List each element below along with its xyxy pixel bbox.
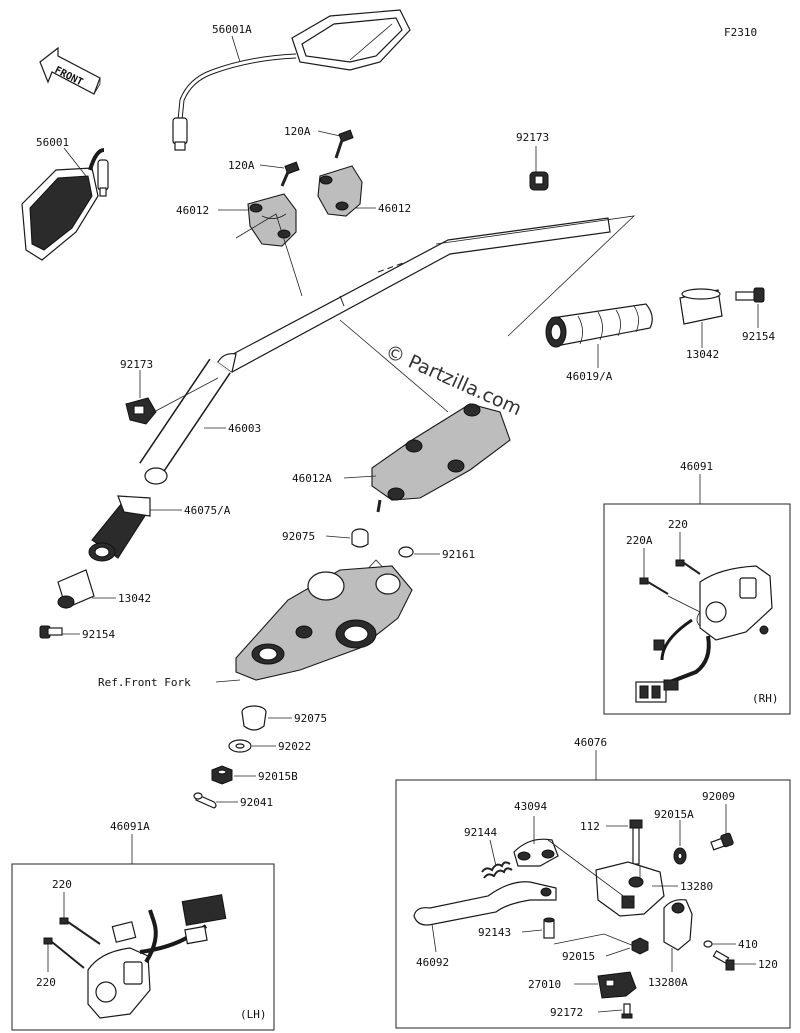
collar[interactable]: [543, 917, 555, 939]
label-clutch-assy: 46076: [574, 736, 607, 749]
nut-92015a[interactable]: [673, 847, 687, 865]
knob[interactable]: [513, 838, 559, 867]
label-nut-92015a: 92015A: [654, 808, 694, 821]
label-ref-front-fork: Ref.Front Fork: [98, 676, 191, 689]
label-grip-left: 46075/A: [184, 504, 231, 517]
switch-27010[interactable]: [597, 971, 637, 999]
label-handlebar: 46003: [228, 422, 261, 435]
label-washer: 92022: [278, 740, 311, 753]
front-arrow-icon: FRONT: [39, 46, 101, 95]
lever[interactable]: [413, 881, 557, 926]
clamp-13280a[interactable]: [663, 899, 693, 951]
label-nut: 92015B: [258, 770, 298, 783]
label-bolt-92009: 92009: [702, 790, 735, 803]
label-mirror-left: 56001: [36, 136, 69, 149]
label-spring: 92144: [464, 826, 497, 839]
label-mirror-right: 56001A: [212, 23, 252, 36]
label-lh-screw-a: 220: [52, 878, 72, 891]
bolt-112[interactable]: [629, 819, 643, 865]
holder-lower[interactable]: [371, 403, 511, 513]
handlebar[interactable]: [139, 217, 611, 485]
switch-lh-box: [11, 863, 275, 1031]
label-damper-lower: 92075: [294, 712, 327, 725]
label-grip-right: 46019/A: [566, 370, 613, 383]
label-lh-tag: (LH): [240, 1008, 267, 1021]
label-screw-right: 92154: [742, 330, 775, 343]
label-switch-rh-assy: 46091: [680, 460, 713, 473]
label-switch-lh-assy: 46091A: [110, 820, 150, 833]
label-bolt-112: 112: [580, 820, 600, 833]
label-lever: 46092: [416, 956, 449, 969]
label-cap: 92161: [442, 548, 475, 561]
screw-92172[interactable]: [621, 1003, 633, 1019]
label-cotter-pin: 92041: [240, 796, 273, 809]
label-rh-screw-a: 220: [668, 518, 688, 531]
watermark: © Partzilla.com: [382, 340, 525, 420]
grip-right[interactable]: [545, 303, 653, 348]
lever-bracket[interactable]: [595, 861, 665, 917]
label-switch-27010: 27010: [528, 978, 561, 991]
label-washer-410: 410: [738, 938, 758, 951]
bolt-120a-right[interactable]: [334, 129, 354, 159]
holder-upper-right[interactable]: [317, 165, 363, 217]
label-clamp-left: 92173: [120, 358, 153, 371]
bolt-92009[interactable]: [710, 832, 734, 851]
clutch-lever-box: [395, 779, 791, 1029]
label-holder-upper-left: 46012: [176, 204, 209, 217]
label-knob: 43094: [514, 800, 547, 813]
switch-rh-box: [603, 503, 791, 715]
lh-screw-220-lower[interactable]: [43, 937, 85, 969]
label-weight-left: 13042: [118, 592, 151, 605]
rh-screw-220a[interactable]: [639, 577, 669, 595]
figure-code: F2310: [724, 26, 757, 39]
clamp-left[interactable]: [125, 397, 157, 425]
label-bolt-120a-mid: 120A: [228, 159, 255, 172]
rh-screw-220[interactable]: [675, 559, 701, 575]
holder-upper-left[interactable]: [247, 193, 297, 247]
lh-screw-220-upper[interactable]: [59, 917, 101, 945]
label-clamp-13280: 13280: [680, 880, 713, 893]
steering-stem-bridge[interactable]: [235, 565, 413, 681]
bolt-120a-left[interactable]: [280, 161, 300, 187]
cotter-pin[interactable]: [193, 792, 217, 809]
nut-92015[interactable]: [631, 937, 649, 955]
damper-upper[interactable]: [351, 528, 369, 548]
label-screw-left: 92154: [82, 628, 115, 641]
label-holder-lower: 46012A: [292, 472, 332, 485]
label-screw-92172: 92172: [550, 1006, 583, 1019]
label-holder-upper-right: 46012: [378, 202, 411, 215]
weight-left[interactable]: [57, 569, 95, 609]
label-lh-screw-b: 220: [36, 976, 56, 989]
switch-rh[interactable]: [635, 565, 773, 703]
weight-right[interactable]: [679, 288, 723, 325]
screw-left[interactable]: [39, 625, 63, 639]
screw-right[interactable]: [735, 287, 765, 303]
mirror-right[interactable]: [172, 9, 411, 151]
nut[interactable]: [211, 765, 233, 785]
switch-lh[interactable]: [87, 894, 227, 1019]
washer[interactable]: [228, 739, 252, 753]
washer-410[interactable]: [703, 940, 713, 948]
bolt-120[interactable]: [712, 950, 735, 971]
spring[interactable]: [481, 861, 513, 879]
clamp-top[interactable]: [529, 171, 549, 191]
label-bolt-120a-top: 120A: [284, 125, 311, 138]
label-clamp-top: 92173: [516, 131, 549, 144]
label-clamp-13280a: 13280A: [648, 976, 688, 989]
label-rh-screw-b: 220A: [626, 534, 653, 547]
label-collar: 92143: [478, 926, 511, 939]
cap[interactable]: [398, 546, 414, 558]
grip-left[interactable]: [88, 495, 151, 562]
label-weight-right: 13042: [686, 348, 719, 361]
label-rh-tag: (RH): [752, 692, 779, 705]
label-nut-92015: 92015: [562, 950, 595, 963]
label-damper-upper: 92075: [282, 530, 315, 543]
mirror-left[interactable]: [21, 148, 109, 261]
label-bolt-120: 120: [758, 958, 778, 971]
damper-lower[interactable]: [241, 705, 267, 731]
